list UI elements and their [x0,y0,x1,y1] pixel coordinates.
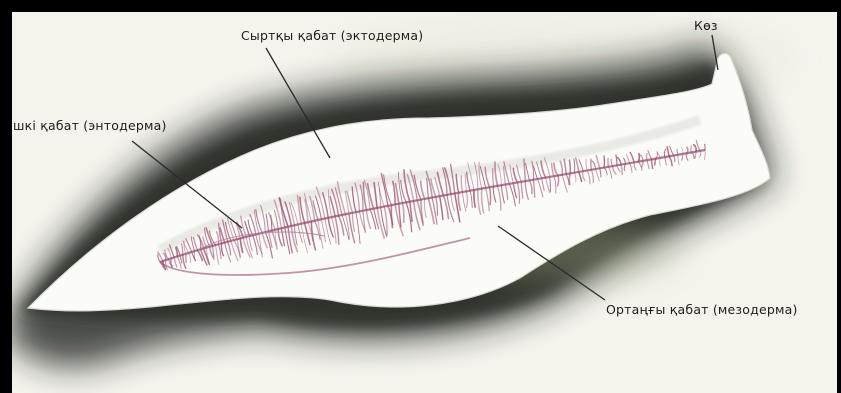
mesoderm-branch [638,154,639,162]
label-middle-layer: Ортаңғы қабат (мезодерма) [606,302,798,317]
mesoderm-branch [647,154,648,161]
mesoderm-branch [705,144,706,150]
label-eye: Көз [694,18,718,33]
label-outer-layer: Сыртқы қабат (эктодерма) [241,28,423,43]
frame-top [0,0,841,12]
mesoderm-branch [695,152,696,158]
frame-right [837,0,841,393]
frame-left [0,0,12,393]
label-inner-layer: шкі қабат (энтодерма) [13,118,167,133]
